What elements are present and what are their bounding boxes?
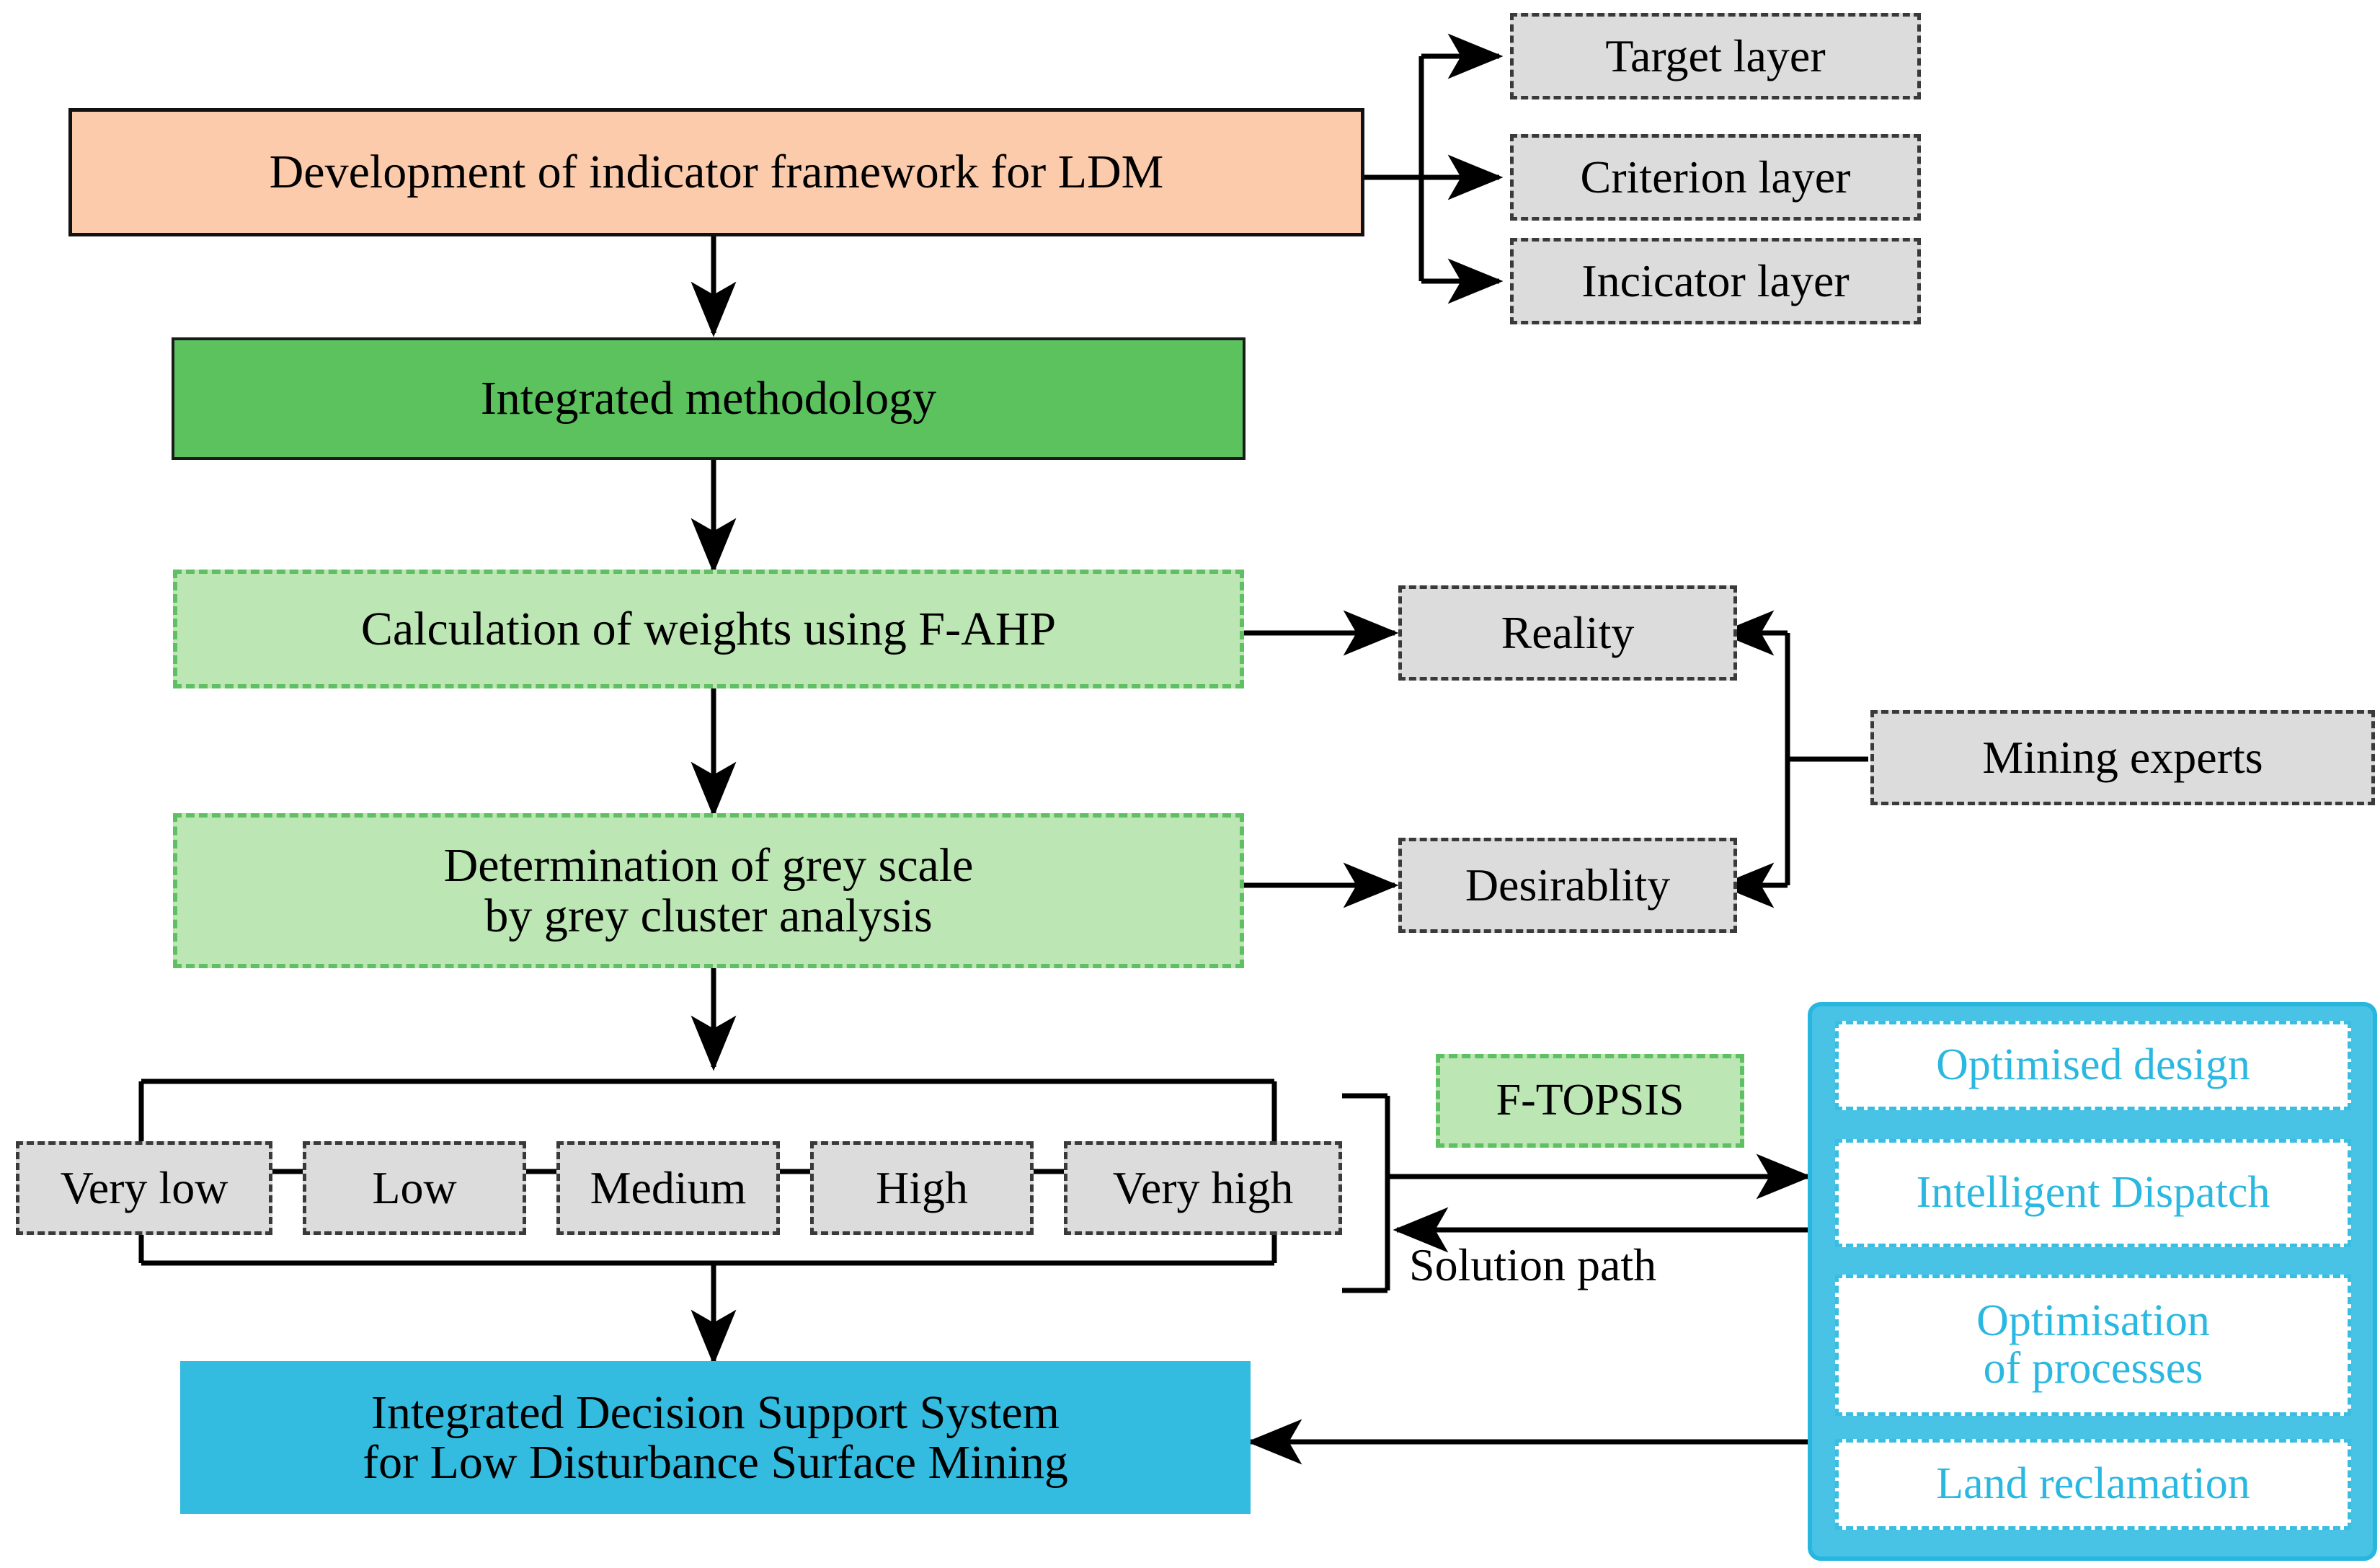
node-scale-high-label: High bbox=[876, 1162, 968, 1214]
node-scale-high[interactable]: High bbox=[810, 1141, 1034, 1235]
outcome-optimisation-of-processes-line1: Optimisation bbox=[1976, 1296, 2210, 1346]
node-framework-label: Development of indicator framework for L… bbox=[269, 146, 1164, 199]
node-indicator-layer-label: Incicator layer bbox=[1581, 255, 1850, 307]
solution-path-label: Solution path bbox=[1409, 1239, 1657, 1290]
node-indicator-layer[interactable]: Incicator layer bbox=[1510, 238, 1921, 324]
node-desirability-label: Desirablity bbox=[1465, 859, 1671, 911]
node-target-layer[interactable]: Target layer bbox=[1510, 13, 1921, 99]
node-mining-experts-label: Mining experts bbox=[1982, 732, 2263, 784]
node-reality[interactable]: Reality bbox=[1398, 585, 1737, 681]
outcome-intelligent-dispatch-label: Intelligent Dispatch bbox=[1916, 1168, 2270, 1218]
outcome-land-reclamation-label: Land reclamation bbox=[1936, 1459, 2250, 1509]
node-desirability[interactable]: Desirablity bbox=[1398, 838, 1737, 933]
node-ftopsis[interactable]: F-TOPSIS bbox=[1436, 1054, 1744, 1148]
node-idss-line2: for Low Disturbance Surface Mining bbox=[363, 1436, 1068, 1489]
node-scale-medium[interactable]: Medium bbox=[556, 1141, 780, 1235]
node-framework[interactable]: Development of indicator framework for L… bbox=[68, 108, 1364, 236]
node-mining-experts[interactable]: Mining experts bbox=[1870, 710, 2375, 805]
node-grey-scale-line2: by grey cluster analysis bbox=[484, 889, 933, 942]
node-criterion-layer[interactable]: Criterion layer bbox=[1510, 134, 1921, 221]
node-scale-low[interactable]: Low bbox=[303, 1141, 526, 1235]
node-grey-scale[interactable]: Determination of grey scale by grey clus… bbox=[173, 813, 1244, 968]
outcome-land-reclamation[interactable]: Land reclamation bbox=[1835, 1439, 2351, 1530]
node-integrated-methodology[interactable]: Integrated methodology bbox=[172, 337, 1245, 460]
outcome-intelligent-dispatch[interactable]: Intelligent Dispatch bbox=[1835, 1139, 2351, 1247]
node-target-layer-label: Target layer bbox=[1605, 30, 1826, 82]
node-scale-low-label: Low bbox=[372, 1162, 457, 1214]
node-idss-line1: Integrated Decision Support System bbox=[370, 1386, 1060, 1439]
outcome-optimised-design-label: Optimised design bbox=[1936, 1040, 2250, 1090]
node-scale-very-high-label: Very high bbox=[1112, 1162, 1294, 1214]
outcome-optimisation-of-processes[interactable]: Optimisation of processes bbox=[1835, 1275, 2351, 1416]
node-idss[interactable]: Integrated Decision Support System for L… bbox=[180, 1361, 1251, 1514]
node-scale-very-low-label: Very low bbox=[60, 1162, 228, 1214]
node-integrated-methodology-label: Integrated methodology bbox=[480, 372, 937, 425]
node-criterion-layer-label: Criterion layer bbox=[1580, 151, 1851, 203]
node-fahp-label: Calculation of weights using F-AHP bbox=[360, 602, 1057, 655]
outcome-optimisation-of-processes-line2: of processes bbox=[1983, 1344, 2203, 1393]
node-ftopsis-label: F-TOPSIS bbox=[1496, 1076, 1684, 1125]
outcome-optimised-design[interactable]: Optimised design bbox=[1835, 1021, 2351, 1110]
node-scale-very-low[interactable]: Very low bbox=[16, 1141, 272, 1235]
node-fahp[interactable]: Calculation of weights using F-AHP bbox=[173, 570, 1244, 688]
node-scale-very-high[interactable]: Very high bbox=[1064, 1141, 1342, 1235]
node-grey-scale-line1: Determination of grey scale bbox=[443, 839, 974, 892]
node-reality-label: Reality bbox=[1501, 607, 1635, 659]
node-scale-medium-label: Medium bbox=[590, 1162, 747, 1214]
